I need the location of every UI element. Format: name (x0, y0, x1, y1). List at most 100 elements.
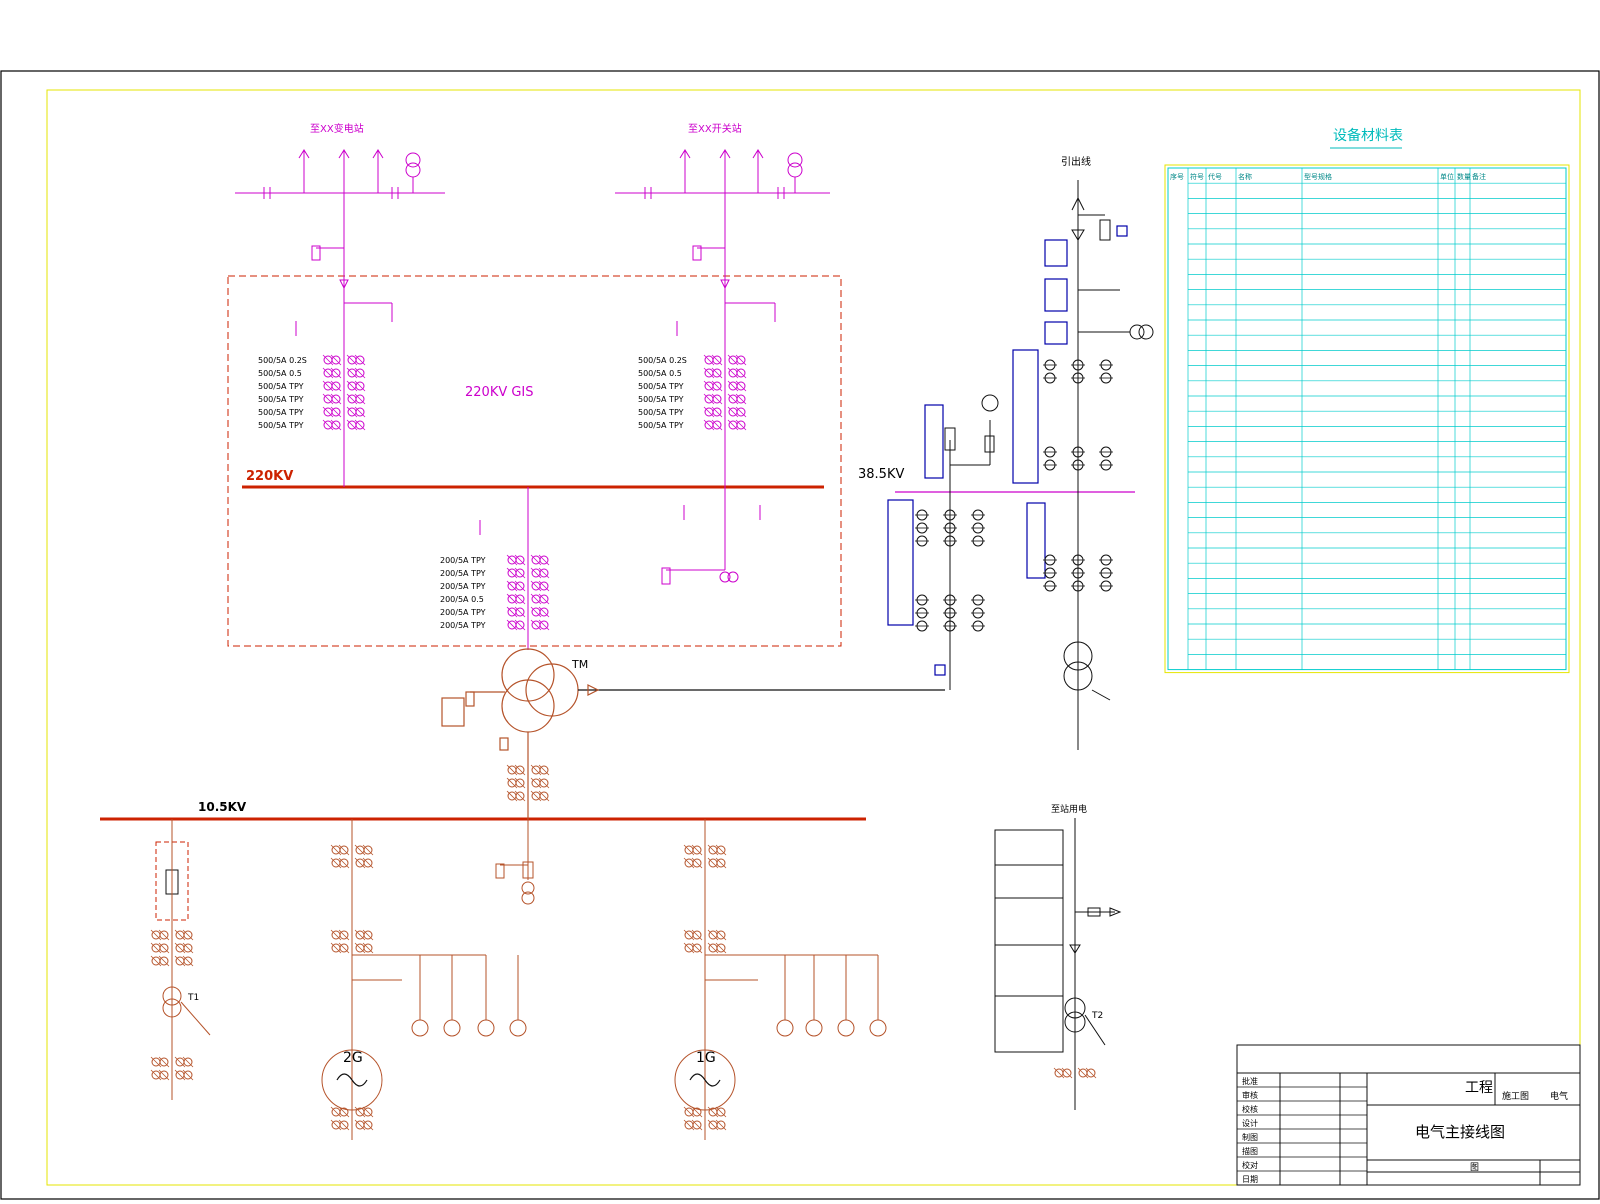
ct-cross (174, 929, 186, 941)
ct-cross (530, 790, 542, 802)
bottom-right-feeder-label: 至站用电 (1051, 803, 1087, 815)
ct-cross (150, 942, 162, 954)
ct-cross (322, 419, 334, 431)
current-transformer-icon (539, 581, 549, 591)
table-outer-frame (1164, 164, 1570, 674)
ct-cross (182, 1069, 194, 1081)
ct-cross (330, 380, 342, 392)
ct-cross (727, 367, 739, 379)
title-block-row-label: 校对 (1242, 1160, 1258, 1170)
current-transformer-icon (539, 568, 549, 578)
ct-label: 500/5A 0.5 (258, 369, 302, 378)
table-header: 备注 (1472, 172, 1486, 181)
right-line-bay (615, 149, 830, 585)
ct-cross (150, 955, 162, 967)
table-header: 符号 (1190, 172, 1204, 181)
gis-boundary (227, 275, 842, 647)
current-transformer-icon (712, 368, 722, 378)
main-transformer-bay (479, 487, 529, 650)
ct-cross (735, 380, 747, 392)
current-transformer-icon (712, 355, 722, 365)
ct-cross (174, 942, 186, 954)
current-transformer-icon (355, 407, 365, 417)
ct-cross (715, 1119, 727, 1131)
current-transformer-icon (515, 791, 525, 801)
ct-cross (691, 1119, 703, 1131)
ct-cross (354, 367, 366, 379)
ct-cross (703, 406, 715, 418)
ct-cross (715, 844, 727, 856)
ct-cross (735, 393, 747, 405)
main-transformer (441, 648, 945, 820)
ct-cross (691, 844, 703, 856)
ct-cross (514, 790, 526, 802)
ct-cross (715, 942, 727, 954)
ct-cross (150, 1056, 162, 1068)
ct-cross (514, 567, 526, 579)
table-header: 数量 (1457, 172, 1471, 181)
current-transformer-icon (339, 845, 349, 855)
current-transformer-icon (183, 1070, 193, 1080)
ct-cross (354, 1119, 366, 1131)
current-transformer-icon (159, 930, 169, 940)
ct-cross (330, 354, 342, 366)
ct-cross (538, 554, 550, 566)
feeders-10kv (155, 819, 887, 1140)
ct-cross (322, 354, 334, 366)
current-transformer-icon (539, 555, 549, 565)
title-block-stage: 施工图 (1502, 1090, 1529, 1102)
ct-cross (346, 367, 358, 379)
current-transformer-icon (331, 355, 341, 365)
current-transformer-icon (159, 1070, 169, 1080)
ct-cross (691, 1106, 703, 1118)
station-service-feeder (994, 818, 1122, 1110)
current-transformer-icon (183, 956, 193, 966)
gen1-sine (689, 1073, 721, 1087)
ct-cross (538, 619, 550, 631)
current-transformer-icon (515, 555, 525, 565)
ct-group-38kv (915, 359, 1113, 632)
ct-cross (530, 619, 542, 631)
ct-cross (506, 777, 518, 789)
bus-220kv-label: 220KV (246, 469, 293, 484)
ct-cross (711, 380, 723, 392)
current-transformer-icon (159, 956, 169, 966)
ct-cross (346, 380, 358, 392)
ct-cross (514, 619, 526, 631)
current-transformer-icon (712, 420, 722, 430)
current-transformer-icon (363, 1107, 373, 1117)
title-block-row-label: 批准 (1242, 1076, 1258, 1086)
bus-38kv-label: 38.5KV (858, 467, 904, 482)
top-right-feeder-label: 引出线 (1061, 155, 1091, 168)
current-transformer-icon (515, 594, 525, 604)
ct-cross (158, 955, 170, 967)
ct-cross (711, 406, 723, 418)
title-block-drawing-title: 电气主接线图 (1415, 1123, 1505, 1141)
ct-cross (530, 580, 542, 592)
ct-cross (354, 393, 366, 405)
ct-cross (354, 857, 366, 869)
current-transformer-icon (331, 368, 341, 378)
ct-cross (330, 844, 342, 856)
ct-cross (727, 406, 739, 418)
ct-cross (182, 942, 194, 954)
current-transformer-icon (716, 858, 726, 868)
ct-cross (538, 593, 550, 605)
table-frame (1167, 167, 1567, 671)
current-transformer-icon (363, 845, 373, 855)
ct-cross (711, 367, 723, 379)
table-title: 设备材料表 (1333, 127, 1403, 144)
ct-group-10kv (150, 764, 1097, 1131)
current-transformer-icon (355, 368, 365, 378)
ct-cross (703, 367, 715, 379)
ct-cross (150, 929, 162, 941)
ct-cross (707, 844, 719, 856)
bus-10kv-label: 10.5KV (198, 800, 247, 814)
ct-cross (338, 857, 350, 869)
current-transformer-icon (355, 355, 365, 365)
ct-cross (346, 393, 358, 405)
ct-cross (735, 354, 747, 366)
